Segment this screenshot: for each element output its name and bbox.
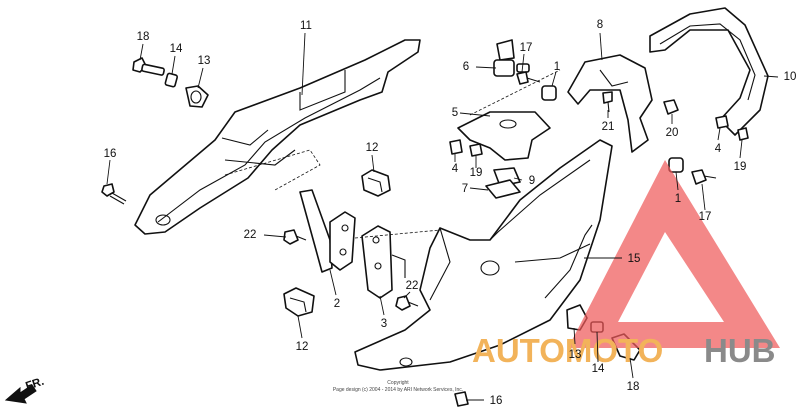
callout-2: 2 [334,298,340,310]
callout-7: 7 [462,183,468,195]
callout-1: 1 [675,193,681,205]
callout-22: 22 [244,229,257,241]
bracket-3-part [361,225,406,299]
callout-16: 16 [490,395,503,407]
callout-10: 10 [784,71,797,83]
callout-3: 3 [381,318,387,330]
seat-cowl-inner-part [134,39,421,235]
front-arrow-label: FR. [24,376,45,393]
copyright-footer: Copyright Page design (c) 2004 - 2014 by… [333,380,463,393]
callout-19: 19 [734,161,747,173]
watermark-logo: AUTOMOTO HUB [472,160,780,369]
callout-21: 21 [602,121,615,133]
rear-cowl-part [354,139,613,371]
clip-4-bolt-19-right [715,115,749,141]
bolt-16-left [101,183,127,205]
callout-18: 18 [627,381,640,393]
front-arrow-icon [4,384,37,404]
alignment-dashes [224,69,561,239]
callout-18: 18 [137,31,150,43]
key-lock-6-part [493,39,530,77]
callout-14: 14 [170,43,183,55]
callout-5: 5 [452,107,458,119]
callout-8: 8 [597,19,603,31]
callout-13: 13 [569,349,582,361]
clip-4-bolt-19-center [449,139,483,157]
bolt-collar-rubber-left [132,57,209,108]
callout-12: 12 [366,142,379,154]
watermark-word-b: HUB [704,332,776,369]
watermark-word-a: AUTOMOTO [472,332,663,369]
bracket-2-part [299,189,356,273]
bolt-16-bottom [454,391,469,407]
bolt-21 [602,91,613,113]
nut-20 [663,99,679,115]
callout-1: 1 [554,61,560,73]
callout-15: 15 [628,253,641,265]
grab-rail-10-part [649,7,769,136]
bracket-8-part [567,54,653,153]
callout-22: 22 [406,280,419,292]
copyright-line1: Copyright [387,380,409,386]
rubber-1-upper [541,85,557,101]
leader-lines [106,32,779,401]
clip-9-and-7-part [485,167,521,199]
rubber-1-bolt-17-right [668,157,717,185]
callout-6: 6 [463,61,469,73]
callout-12: 12 [296,341,309,353]
clip-12-upper [361,169,391,197]
copyright-line2: Page design (c) 2004 - 2014 by ARI Netwo… [333,387,463,393]
callout-13: 13 [198,55,211,67]
callout-9: 9 [529,175,535,187]
callout-16: 16 [104,148,117,160]
callout-4: 4 [452,163,459,175]
bolt-22-upper [283,229,307,245]
front-direction-indicator: FR. [4,376,46,404]
callout-20: 20 [666,127,679,139]
bolt-22-lower [395,295,419,311]
callout-11: 11 [300,20,312,32]
bolt-17-upper [516,71,541,85]
callout-14: 14 [592,363,605,375]
callout-4: 4 [715,143,722,155]
callout-17: 17 [699,211,712,223]
callout-17: 17 [520,42,533,54]
clip-12-lower [283,287,315,317]
callout-19: 19 [470,167,483,179]
